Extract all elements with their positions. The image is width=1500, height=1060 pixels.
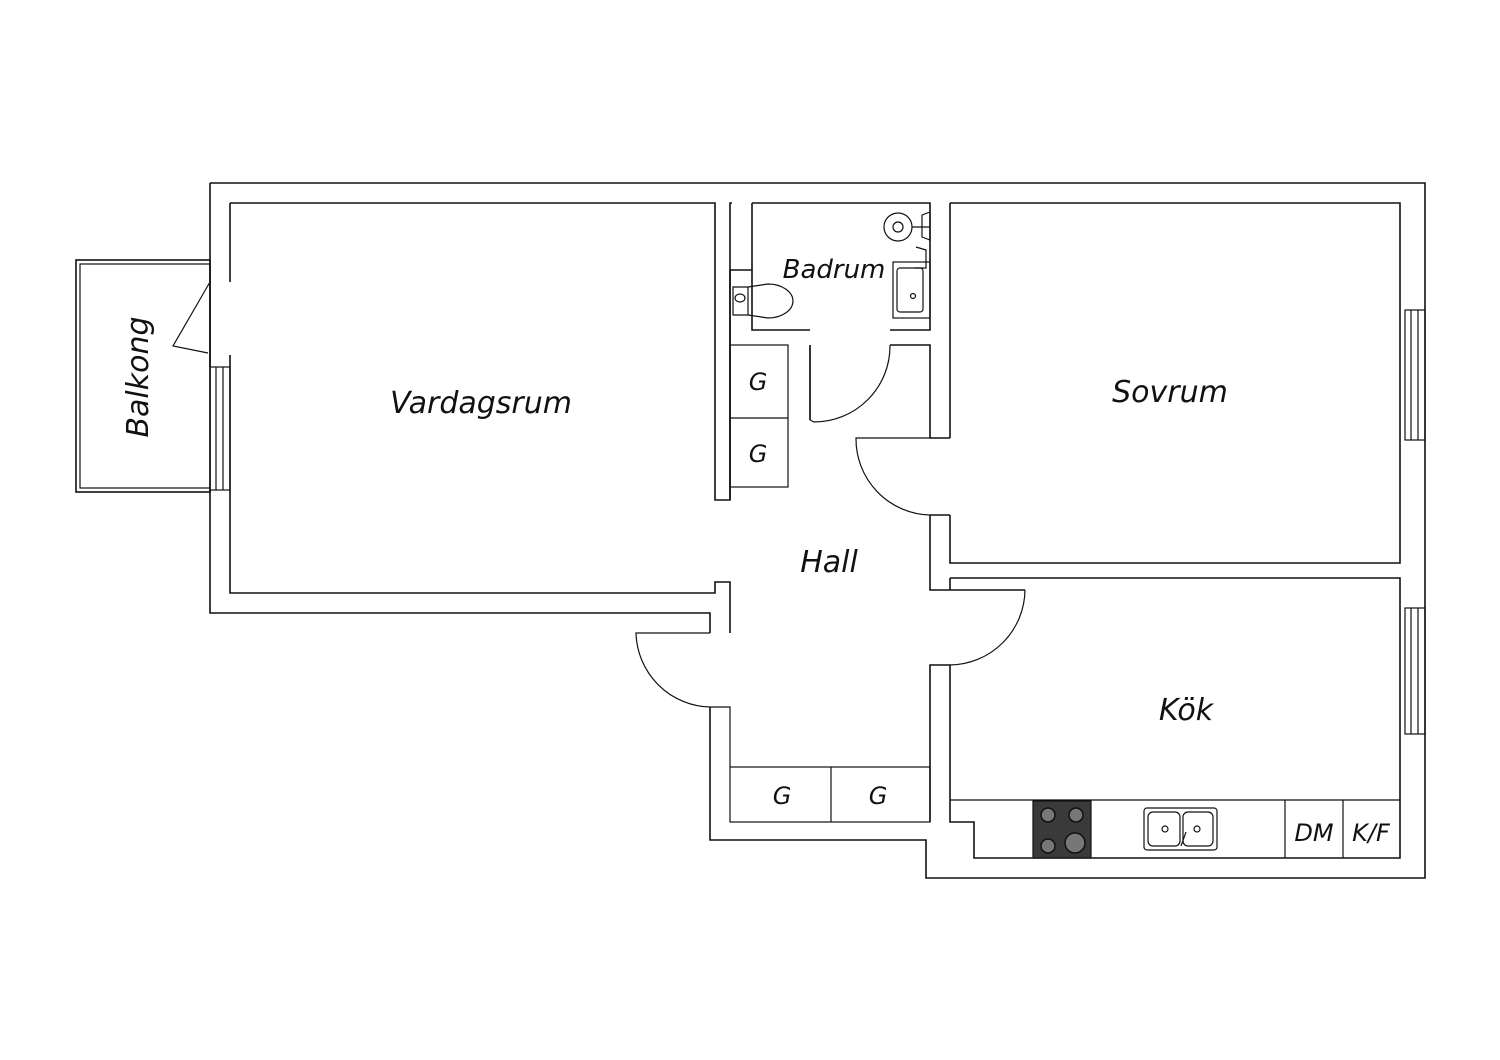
room-label-badrum: Badrum: [783, 255, 886, 285]
washbasin-icon: [892, 261, 931, 319]
kitchen-counter: DM K/F: [950, 799, 1400, 859]
sovrum-door: [855, 437, 931, 516]
room-label-hall: Hall: [800, 545, 858, 580]
dishwasher-label: DM: [1294, 819, 1333, 847]
window-vardagsrum: [209, 366, 231, 491]
closets-upper: G G: [729, 344, 789, 488]
room-label-sovrum: Sovrum: [1112, 375, 1228, 410]
closet-label: G: [869, 782, 888, 810]
window-kok: [1404, 607, 1426, 735]
room-label-vardagsrum: Vardagsrum: [390, 386, 572, 421]
entrance-door: [635, 632, 731, 767]
shower-icon: [883, 211, 931, 269]
closet-label: G: [749, 368, 768, 396]
toilet-icon: [732, 283, 794, 319]
closet-label: G: [773, 782, 792, 810]
sink-icon: [1143, 807, 1218, 851]
badrum-door: [809, 344, 891, 423]
closet-label: G: [749, 440, 768, 468]
window-sovrum: [1404, 309, 1426, 441]
outer-wall-outline: [209, 182, 1426, 879]
closets-lower: G G: [729, 766, 931, 823]
kok-walls: [929, 577, 1401, 859]
fridge-freezer-label: K/F: [1352, 819, 1391, 847]
kok-door: [949, 589, 1026, 666]
vardagsrum-walls: [229, 202, 732, 633]
room-label-kok: Kök: [1159, 693, 1215, 728]
room-label-balkong: Balkong: [121, 316, 156, 437]
sovrum-walls: [929, 202, 1401, 591]
